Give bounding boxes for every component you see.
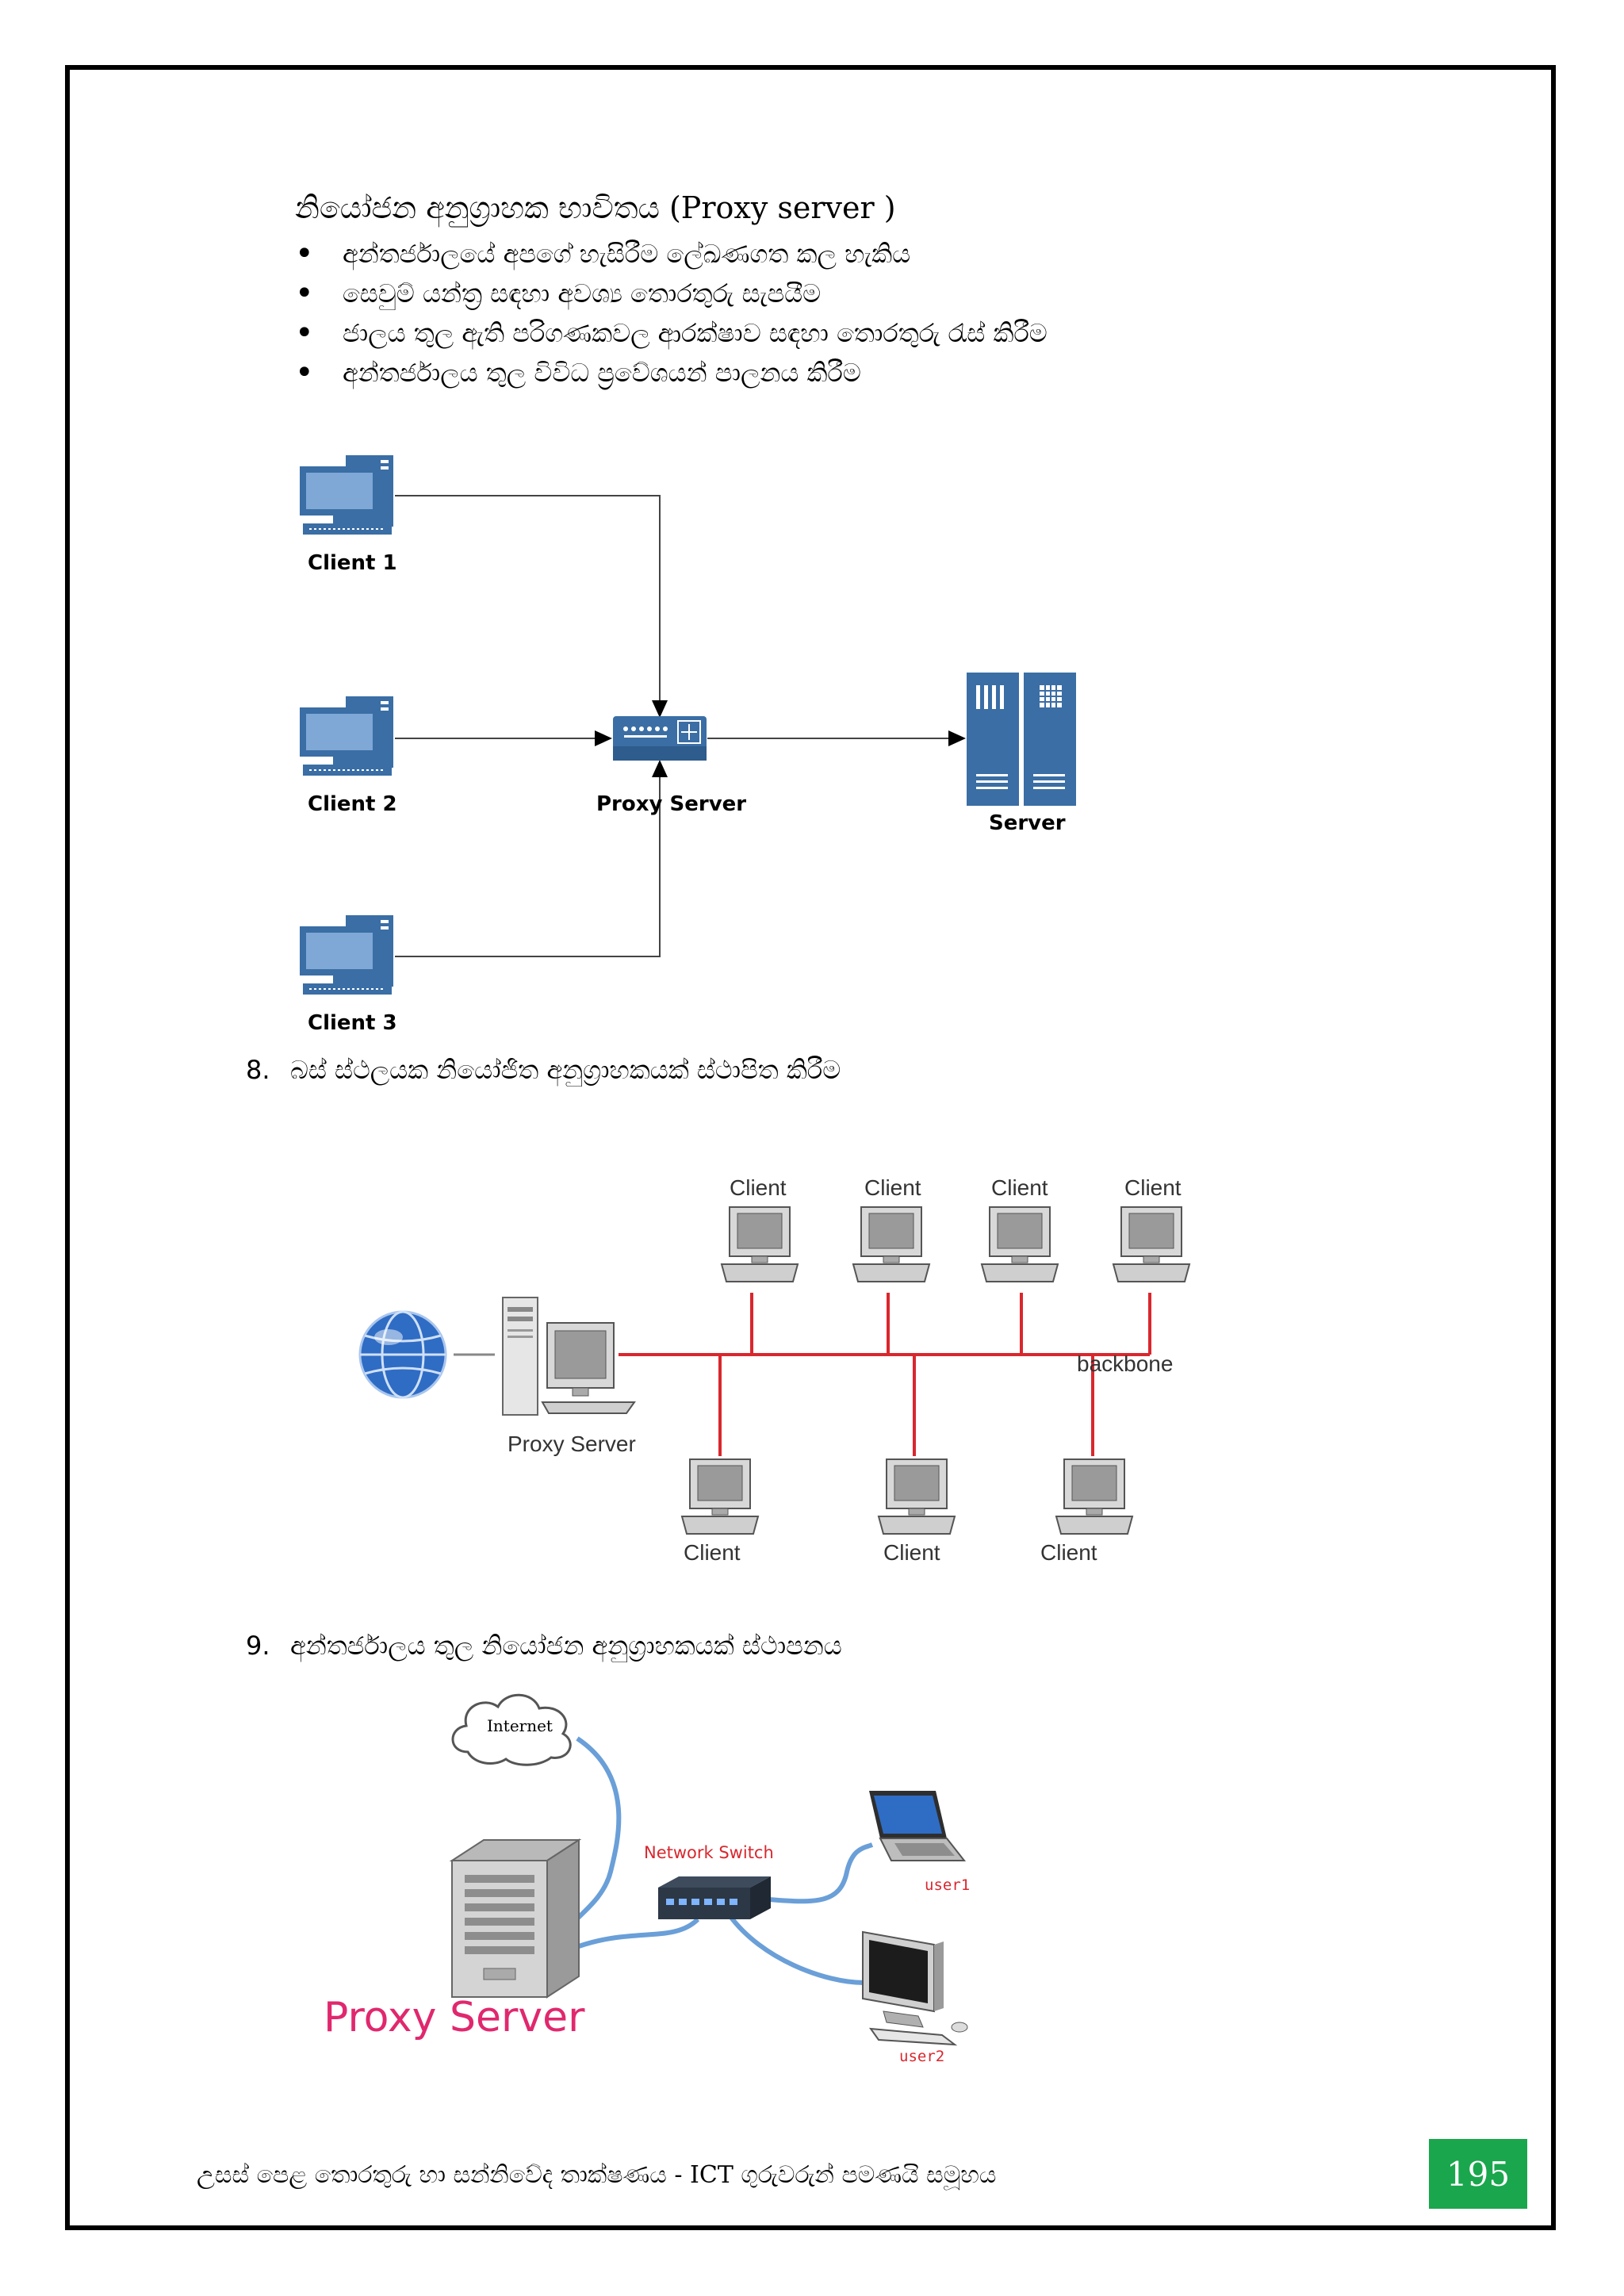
section-8-number: 8.: [246, 1055, 270, 1085]
client-1-label: Client 1: [308, 551, 397, 575]
desktop-user2-icon: [862, 1930, 968, 2046]
proxy-server-label: Proxy Server: [596, 792, 747, 816]
section-8-heading: 8. බස් ස්ථලයක නියෝජිත අනුග්‍රාහකයක් ස්ථාප…: [246, 1055, 841, 1086]
section-8-title: බස් ස්ථලයක නියෝජිත අනුග්‍රාහකයක් ස්ථාපිත…: [290, 1055, 841, 1085]
page-number: 195: [1429, 2139, 1527, 2209]
client-3-label: Client 3: [308, 1011, 397, 1035]
section-9-title: අන්තර්ජාලය තුල නියෝජන අනුග්‍රාහකයක් ස්ථා…: [290, 1631, 842, 1661]
client-2-computer-icon: [300, 696, 393, 776]
proxy-usage-heading: නියෝජන අනුග්‍රාහක භාවිතය (Proxy server ): [295, 190, 896, 225]
footer-text: උසස් පෙළ තොරතුරු හා සන්නිවේද තාක්ෂණය - I…: [197, 2161, 997, 2189]
client-label: Client: [864, 1175, 921, 1200]
internet-globe-icon: [358, 1310, 447, 1399]
bullet-item: අන්තර්ජාලයේ අපගේ හැසිරීම ලේඛණගත කල හැකිය: [295, 234, 1048, 274]
client-2-label: Client 2: [308, 792, 397, 816]
client-label: Client: [991, 1175, 1048, 1200]
server-rack-icon: [967, 673, 1076, 806]
server-label: Server: [989, 811, 1066, 835]
bullet-item: ජාලය තුල ඇති පරිගණකවල ආරක්ෂාව සඳහා තොරතු…: [295, 313, 1048, 353]
bus-proxy-server-label: Proxy Server: [508, 1432, 636, 1456]
client-computer-icon: [680, 1458, 760, 1535]
bullet-item: අන්තර්ජාලය තුල විවිධ ප්‍රවේශයන් පාලනය කි…: [295, 353, 1048, 393]
client-label: Client: [1124, 1175, 1182, 1200]
internet-label: Internet: [487, 1716, 553, 1735]
proxy-usage-list: අන්තර්ජාලයේ අපගේ හැසිරීම ලේඛණගත කල හැකිය…: [295, 234, 1048, 393]
backbone-label: backbone: [1077, 1351, 1174, 1376]
client-label: Client: [883, 1540, 940, 1565]
client-computer-icon: [877, 1458, 956, 1535]
client-computer-icon: [1112, 1206, 1191, 1282]
client-1-computer-icon: [300, 455, 393, 535]
client-label: Client: [730, 1175, 787, 1200]
page-border: [65, 65, 1556, 2230]
proxy-server-title: Proxy Server: [324, 1994, 585, 2041]
user2-label: user2: [899, 2048, 945, 2065]
proxy-server-tower-icon: [449, 1838, 582, 1999]
client-3-computer-icon: [300, 915, 393, 995]
network-switch-label: Network Switch: [644, 1843, 774, 1862]
bullet-item: සෙවුම් යන්ත්‍ර සඳහා අවශ්‍ය තොරතුරු සැපයී…: [295, 274, 1048, 313]
internet-cloud-icon: [451, 1693, 572, 1766]
proxy-server-computer-icon: [502, 1297, 636, 1416]
section-9-heading: 9. අන්තර්ජාලය තුල නියෝජන අනුග්‍රාහකයක් ස්…: [246, 1631, 842, 1662]
client-label: Client: [1040, 1540, 1097, 1565]
client-computer-icon: [720, 1206, 799, 1282]
client-computer-icon: [1055, 1458, 1134, 1535]
user1-label: user1: [925, 1876, 971, 1894]
section-9-number: 9.: [246, 1631, 270, 1661]
client-computer-icon: [852, 1206, 931, 1282]
laptop-user1-icon: [869, 1791, 967, 1861]
proxy-device-icon: [613, 716, 707, 761]
client-computer-icon: [980, 1206, 1059, 1282]
network-switch-icon: [658, 1876, 771, 1919]
client-label: Client: [684, 1540, 741, 1565]
